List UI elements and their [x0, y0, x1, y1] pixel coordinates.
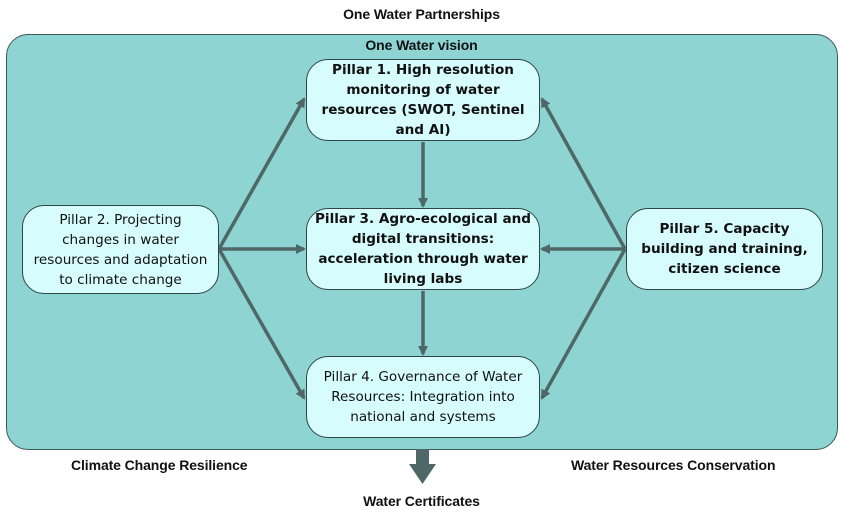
water-certificates-label: Water Certificates: [363, 493, 480, 509]
pillar-1-text: Pillar 1. High resolution monitoring of …: [321, 62, 525, 138]
climate-change-resilience-label: Climate Change Resilience: [71, 457, 248, 473]
pillar-1-box: Pillar 1. High resolution monitoring of …: [306, 59, 540, 141]
pillar-3-text: Pillar 3. Agro-ecological and digital tr…: [314, 211, 532, 287]
pillar-2-text: Pillar 2. Projecting changes in water re…: [33, 211, 208, 288]
pillar-4-text: Pillar 4. Governance of Water Resources:…: [323, 369, 523, 425]
pillar-4-box: Pillar 4. Governance of Water Resources:…: [306, 356, 540, 438]
pillar-5-text: Pillar 5. Capacity building and training…: [641, 221, 808, 277]
partnerships-title: One Water Partnerships: [343, 6, 500, 22]
vision-title: One Water vision: [365, 37, 478, 53]
pillar-2-box: Pillar 2. Projecting changes in water re…: [22, 205, 219, 294]
pillar-3-box: Pillar 3. Agro-ecological and digital tr…: [306, 208, 540, 290]
pillar-5-box: Pillar 5. Capacity building and training…: [626, 208, 823, 290]
water-resources-conservation-label: Water Resources Conservation: [571, 457, 776, 473]
output-arrow: [409, 449, 436, 484]
